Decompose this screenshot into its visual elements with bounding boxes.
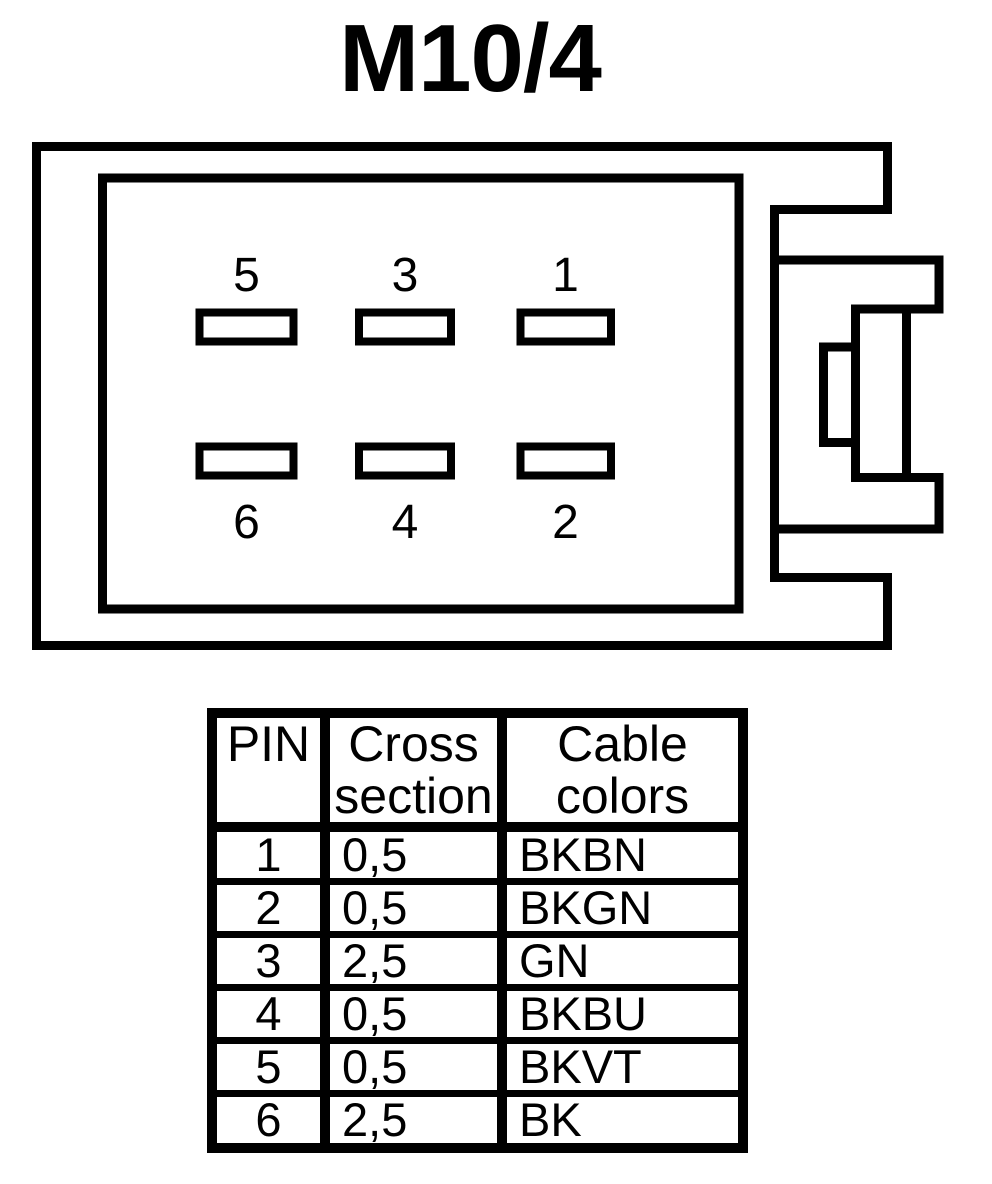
cell-pin: 5 (212, 1037, 325, 1094)
cell-cross-section: 2,5 (320, 1090, 502, 1148)
latch-keying-block (819, 342, 856, 447)
pin-label-3: 3 (392, 249, 419, 302)
table-header-cross-section: Cross section (320, 713, 502, 832)
connector-inner-housing (98, 173, 744, 614)
table-row: 6 2,5 BK (212, 1090, 743, 1148)
cell-pin: 2 (212, 878, 325, 935)
pin-terminal-5 (195, 308, 298, 346)
table-header-cable-colors: Cable colors (497, 713, 743, 832)
pin-terminal-4 (355, 442, 455, 480)
cell-cable-color: GN (497, 931, 743, 988)
cell-pin: 6 (212, 1090, 325, 1148)
cell-cable-color: BK (497, 1090, 743, 1148)
pin-label-4: 4 (392, 496, 419, 549)
pin-label-5: 5 (233, 249, 260, 302)
cell-pin: 1 (212, 823, 325, 882)
pin-label-6: 6 (233, 496, 260, 549)
connector-latch-tab (774, 255, 944, 534)
cell-pin: 4 (212, 984, 325, 1041)
connector-diagram: 5 3 1 6 4 2 (32, 142, 944, 650)
cell-cable-color: BKGN (497, 878, 743, 935)
connector-outer-shell (32, 142, 892, 650)
cell-pin: 3 (212, 931, 325, 988)
table-row: 1 0,5 BKBN (212, 823, 743, 882)
cell-cable-color: BKVT (497, 1037, 743, 1094)
table-header-row: PIN Cross section Cable colors (212, 713, 743, 832)
cell-cross-section: 0,5 (320, 878, 502, 935)
table-row: 4 0,5 BKBU (212, 984, 743, 1041)
cell-cable-color: BKBN (497, 823, 743, 882)
table-row: 2 0,5 BKGN (212, 878, 743, 935)
cell-cross-section: 0,5 (320, 984, 502, 1041)
cell-cable-color: BKBU (497, 984, 743, 1041)
pin-terminal-6 (195, 442, 298, 480)
table-row: 3 2,5 GN (212, 931, 743, 988)
cell-cross-section: 0,5 (320, 823, 502, 882)
pin-terminal-2 (516, 442, 615, 480)
pin-terminal-3 (355, 308, 455, 346)
pin-label-1: 1 (552, 249, 579, 302)
table-header-pin: PIN (212, 713, 325, 832)
page-title: M10/4 (339, 5, 602, 112)
pinout-table: PIN Cross section Cable colors 1 0,5 BKB… (207, 708, 748, 1153)
cell-cross-section: 2,5 (320, 931, 502, 988)
pin-terminal-1 (516, 308, 615, 346)
cell-cross-section: 0,5 (320, 1037, 502, 1094)
pin-label-2: 2 (552, 496, 579, 549)
table-row: 5 0,5 BKVT (212, 1037, 743, 1094)
